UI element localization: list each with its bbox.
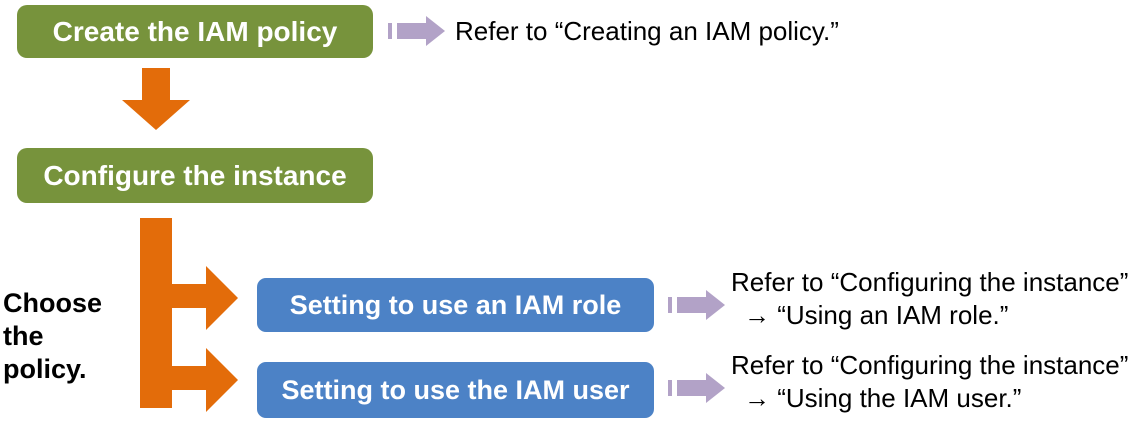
note-iam-user-line1: Refer to “Configuring the instance” xyxy=(731,350,1129,380)
option-iam-user: Setting to use the IAM user xyxy=(257,362,654,418)
step-create-iam-policy-label: Create the IAM policy xyxy=(52,15,338,47)
choice-label: Choose the policy. xyxy=(3,287,102,386)
step-configure-instance: Configure the instance xyxy=(17,148,373,203)
note-iam-role-line2: → “Using an IAM role.” xyxy=(744,300,1009,330)
refer-arrow-icon xyxy=(668,290,725,320)
option-iam-role-label: Setting to use an IAM role xyxy=(289,289,622,320)
choice-label-line3: policy. xyxy=(3,354,87,384)
note-iam-role: Refer to “Configuring the instance” → “U… xyxy=(731,266,1128,332)
down-arrow-icon xyxy=(122,68,190,130)
branch-arrow-icon xyxy=(140,218,240,412)
choice-label-line1: Choose xyxy=(3,288,103,318)
choice-label-line2: the xyxy=(3,321,44,351)
option-iam-user-label: Setting to use the IAM user xyxy=(281,374,630,405)
note-iam-user: Refer to “Configuring the instance” → “U… xyxy=(731,349,1128,415)
refer-arrow-icon xyxy=(388,16,445,46)
option-iam-role: Setting to use an IAM role xyxy=(257,278,654,332)
step-configure-instance-label: Configure the instance xyxy=(43,159,347,191)
refer-arrow-icon xyxy=(668,373,725,403)
note-iam-role-line1: Refer to “Configuring the instance” xyxy=(731,267,1129,297)
note-create-iam-policy: Refer to “Creating an IAM policy.” xyxy=(455,15,839,48)
note-iam-user-line2: → “Using the IAM user.” xyxy=(744,383,1022,413)
step-create-iam-policy: Create the IAM policy xyxy=(17,5,373,58)
note-create-line1: Refer to “Creating an IAM policy.” xyxy=(455,16,839,46)
